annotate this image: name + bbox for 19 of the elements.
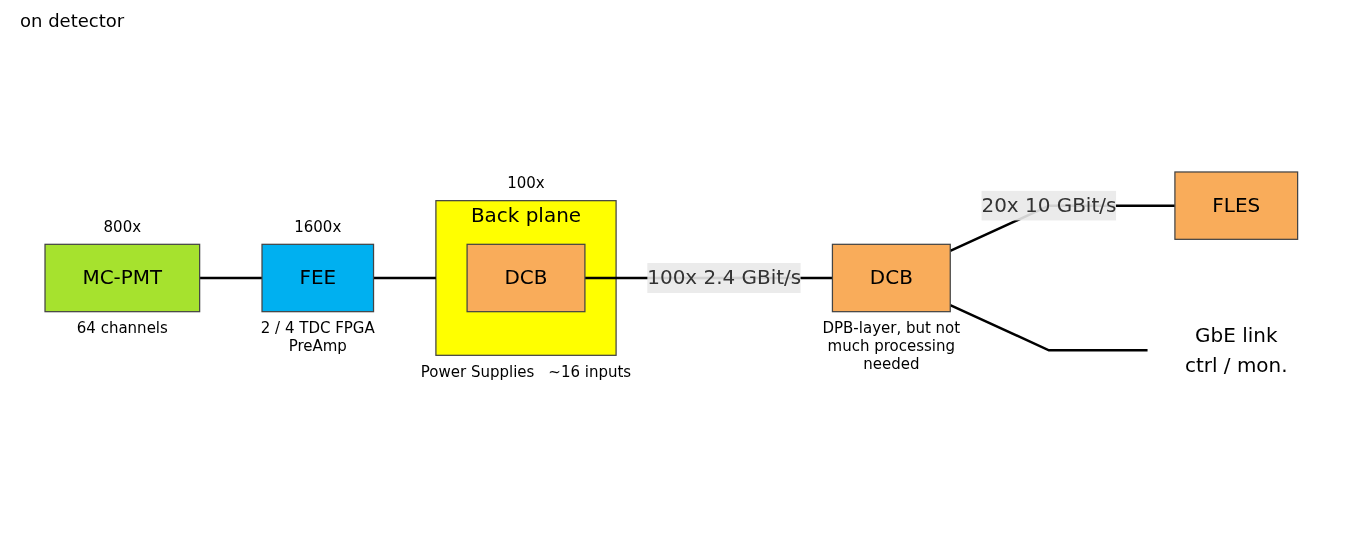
caption-text: 2 / 4 TDC FPGA PreAmp [259, 319, 376, 356]
note-text: on detector [20, 9, 125, 31]
caption-text: Power Supplies [420, 362, 535, 381]
caption-text: 100x [507, 174, 545, 193]
caption-text: ~16 inputs [548, 362, 632, 381]
edge-label: 20x 10 GBit/s [981, 192, 1117, 217]
caption-text: DPB-layer, but not much processing needed [821, 319, 962, 374]
caption-text: 1600x [294, 217, 342, 236]
caption-text: 800x [103, 217, 142, 236]
edge-label: 100x 2.4 GBit/s [647, 265, 802, 289]
node-text: GbE link ctrl / mon. [1184, 322, 1288, 377]
connector [199, 276, 262, 279]
connector [373, 276, 436, 279]
node-box: MC-PMT [44, 243, 201, 312]
node-box: FEE [261, 243, 375, 312]
node-box: DCB [466, 243, 586, 312]
node-box: FLES [1174, 170, 1299, 240]
node-box: DCB [831, 243, 951, 312]
caption-text: 64 channels [76, 319, 168, 338]
